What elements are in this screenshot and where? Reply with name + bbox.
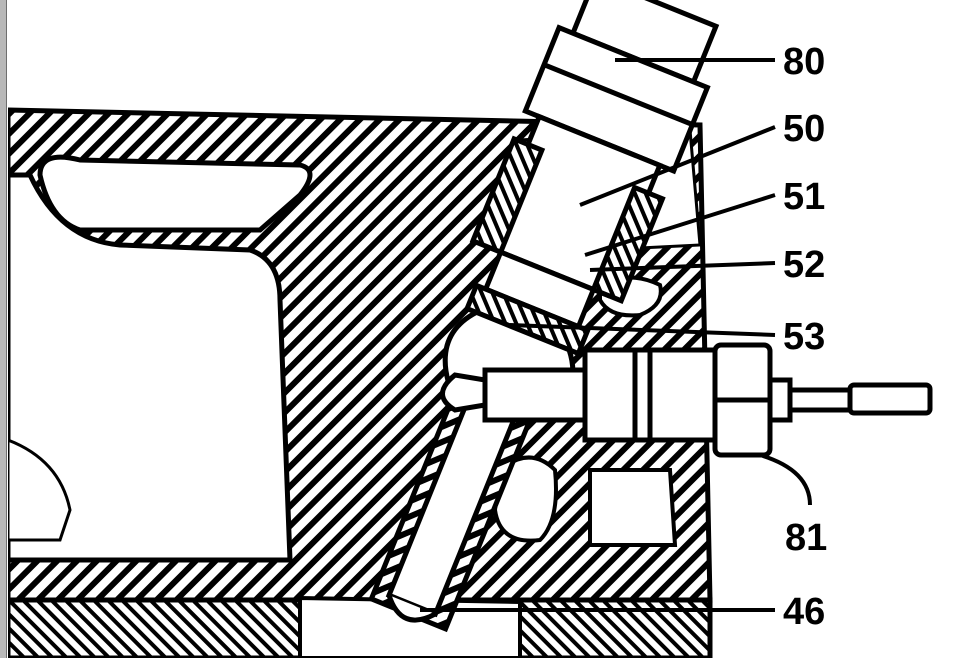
callout-81: 81 — [785, 517, 827, 559]
callout-52: 52 — [783, 244, 825, 286]
callout-53: 53 — [783, 316, 825, 358]
callout-labels: 80 50 51 52 53 81 46 — [783, 41, 827, 633]
window-left-border — [0, 0, 7, 658]
injector — [368, 0, 720, 633]
callout-80: 80 — [783, 41, 825, 83]
engine-cross-section-diagram: 80 50 51 52 53 81 46 — [8, 0, 933, 658]
callout-51: 51 — [783, 176, 825, 218]
callout-50: 50 — [783, 108, 825, 150]
callout-leaders — [420, 58, 812, 612]
glow-plug — [440, 342, 933, 458]
callout-46: 46 — [783, 591, 825, 633]
